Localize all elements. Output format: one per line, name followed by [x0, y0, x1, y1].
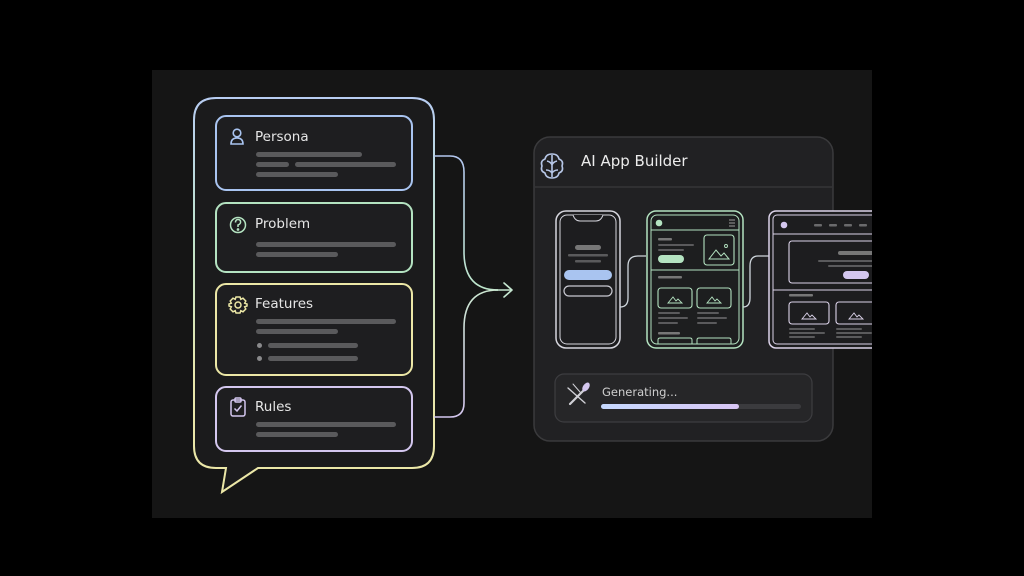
tablet-mockup-icon — [646, 210, 744, 349]
placeholder-line — [256, 162, 289, 167]
placeholder-line — [256, 329, 338, 334]
bullet-icon — [257, 356, 262, 361]
card-problem[interactable] — [215, 202, 413, 273]
magic-wand-icon — [567, 382, 590, 406]
placeholder-line — [256, 422, 396, 427]
placeholder-line — [256, 172, 338, 177]
placeholder-line — [256, 152, 362, 157]
diagram-canvas: Persona Problem Features Rules AI App Bu… — [152, 70, 872, 518]
card-label-features: Features — [255, 296, 314, 312]
placeholder-line — [256, 242, 396, 247]
status-label: Generating... — [602, 385, 678, 399]
diagram-graphics — [193, 97, 872, 495]
flow-connector — [434, 155, 513, 418]
placeholder-line — [256, 252, 338, 257]
card-label-problem: Problem — [255, 216, 311, 232]
desktop-mockup-icon — [768, 210, 872, 349]
placeholder-line — [256, 319, 396, 324]
progress-fill — [601, 404, 739, 409]
question-circle-icon — [229, 216, 247, 234]
brain-icon — [540, 153, 564, 179]
clipboard-check-icon — [230, 397, 246, 417]
phone-mockup-icon — [555, 210, 621, 349]
status-box — [554, 373, 813, 423]
placeholder-line — [256, 432, 338, 437]
placeholder-line — [268, 343, 358, 348]
card-rules[interactable] — [215, 386, 413, 452]
gear-icon — [228, 296, 248, 314]
mockup-connector — [619, 255, 646, 308]
card-label-persona: Persona — [255, 129, 309, 145]
mockup-connector-2 — [742, 255, 769, 308]
bullet-icon — [257, 343, 262, 348]
user-icon — [230, 128, 244, 145]
placeholder-line — [295, 162, 396, 167]
placeholder-line — [268, 356, 358, 361]
builder-title: AI App Builder — [581, 152, 688, 170]
card-label-rules: Rules — [255, 399, 292, 415]
